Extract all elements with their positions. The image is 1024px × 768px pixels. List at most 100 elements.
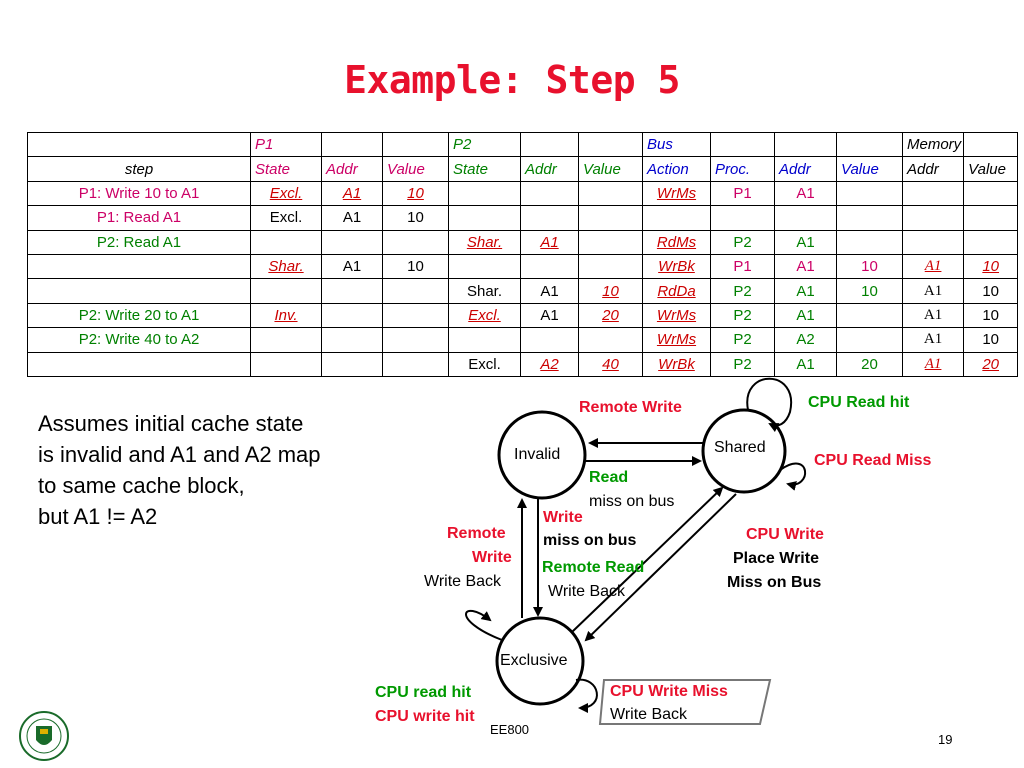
arrow-shared-to-exclusive bbox=[584, 493, 737, 642]
table-cell bbox=[963, 205, 1019, 231]
page-number: 19 bbox=[938, 732, 953, 747]
table-cell bbox=[448, 205, 521, 231]
table-cell: Excl. bbox=[250, 180, 322, 207]
table-cell: A1 bbox=[774, 302, 837, 329]
table-cell: 10 bbox=[963, 302, 1019, 329]
table-cell bbox=[321, 229, 383, 255]
label-write: Write bbox=[543, 509, 583, 526]
university-crest-icon bbox=[19, 711, 69, 761]
table-cell bbox=[836, 205, 903, 231]
table-cell: Value bbox=[382, 156, 449, 182]
table-cell: A2 bbox=[520, 351, 579, 377]
table-cell bbox=[963, 229, 1019, 255]
table-cell: 10 bbox=[836, 278, 903, 304]
note-line: but A1 != A2 bbox=[38, 504, 158, 529]
table-cell bbox=[382, 327, 449, 353]
invalid-state-label: Invalid bbox=[514, 446, 561, 463]
table-cell bbox=[250, 229, 322, 255]
label-cpu-write-hit: CPU write hit bbox=[375, 708, 475, 725]
loop-exclusive-write-miss bbox=[575, 678, 598, 713]
label-remote-write-top: Remote Write bbox=[579, 399, 682, 416]
table-cell bbox=[901, 180, 965, 207]
label-write-miss-on-bus: miss on bus bbox=[543, 532, 637, 549]
table-cell bbox=[836, 302, 903, 329]
label-cpu-read-miss: CPU Read Miss bbox=[814, 452, 932, 469]
table-cell: 10 bbox=[382, 205, 449, 231]
label-read: Read bbox=[589, 469, 629, 486]
table-cell bbox=[578, 131, 643, 158]
loop-shared-read-miss bbox=[779, 462, 807, 491]
table-cell bbox=[710, 131, 775, 158]
table-cell bbox=[250, 327, 322, 353]
table-cell: RdDa bbox=[642, 278, 711, 304]
table-cell: P2 bbox=[710, 327, 775, 353]
table-cell: WrBk bbox=[642, 351, 711, 377]
table-cell: Addr bbox=[774, 156, 837, 182]
table-cell: P2 bbox=[710, 351, 775, 377]
label-remote-write-left-1: Remote bbox=[447, 525, 506, 542]
table-cell: A1 bbox=[901, 278, 965, 304]
label-remote-write-left-2: Write bbox=[472, 549, 512, 566]
table-cell: Excl. bbox=[250, 205, 322, 231]
table-cell bbox=[321, 278, 383, 304]
slide-title: Example: Step 5 bbox=[344, 58, 680, 102]
table-cell bbox=[382, 302, 449, 329]
table-cell: P1 bbox=[250, 131, 322, 158]
write-miss-box bbox=[598, 679, 772, 725]
assumption-note: Assumes initial cache state is invalid a… bbox=[38, 408, 321, 532]
label-write-back-mid: Write Back bbox=[548, 583, 626, 600]
table-cell bbox=[250, 278, 322, 304]
table-cell: Value bbox=[963, 156, 1019, 182]
label-cpu-write: CPU Write bbox=[746, 526, 824, 543]
table-cell-step: step bbox=[27, 156, 251, 182]
table-cell: P1 bbox=[710, 253, 775, 280]
table-cell: Shar. bbox=[448, 229, 521, 255]
table-cell: A1 bbox=[774, 351, 837, 377]
table-cell bbox=[382, 278, 449, 304]
table-cell: 10 bbox=[963, 278, 1019, 304]
table-cell bbox=[520, 327, 579, 353]
table-cell bbox=[578, 253, 643, 280]
table-cell-step: P2: Write 40 to A2 bbox=[27, 327, 251, 353]
table-cell: State bbox=[448, 156, 521, 182]
table-cell: Memory bbox=[901, 131, 965, 158]
table-cell: A1 bbox=[520, 278, 579, 304]
label-cpu-read-hit-bottom: CPU read hit bbox=[375, 684, 472, 701]
table-cell: Shar. bbox=[250, 253, 322, 280]
table-cell: A1 bbox=[520, 302, 579, 329]
table-cell: P2 bbox=[710, 278, 775, 304]
table-cell: WrMs bbox=[642, 180, 711, 207]
label-miss-on-bus: miss on bus bbox=[589, 493, 675, 510]
note-line: Assumes initial cache state bbox=[38, 411, 304, 436]
table-cell: 10 bbox=[578, 278, 643, 304]
table-cell: Inv. bbox=[250, 302, 322, 329]
table-cell bbox=[774, 205, 837, 231]
label-write-back-left: Write Back bbox=[424, 573, 502, 590]
label-write-back-bottom: Write Back bbox=[610, 706, 688, 723]
table-cell-step: P2: Read A1 bbox=[27, 229, 251, 255]
label-miss-on-bus-right: Miss on Bus bbox=[727, 574, 822, 591]
note-line: is invalid and A1 and A2 map bbox=[38, 442, 321, 467]
label-remote-read: Remote Read bbox=[542, 559, 645, 576]
table-cell bbox=[250, 351, 322, 377]
table-cell: A1 bbox=[901, 327, 965, 353]
table-cell-step bbox=[27, 131, 251, 158]
table-cell-step: P1: Write 10 to A1 bbox=[27, 180, 251, 207]
table-cell: Bus bbox=[642, 131, 711, 158]
shared-state-label: Shared bbox=[714, 439, 766, 456]
table-cell: WrBk bbox=[642, 253, 711, 280]
table-cell bbox=[963, 131, 1019, 158]
table-cell: 20 bbox=[963, 351, 1019, 377]
table-cell: Excl. bbox=[448, 351, 521, 377]
table-cell: A1 bbox=[520, 229, 579, 255]
table-cell: A1 bbox=[901, 253, 965, 280]
table-cell bbox=[321, 327, 383, 353]
table-cell bbox=[836, 327, 903, 353]
table-cell: 20 bbox=[836, 351, 903, 377]
